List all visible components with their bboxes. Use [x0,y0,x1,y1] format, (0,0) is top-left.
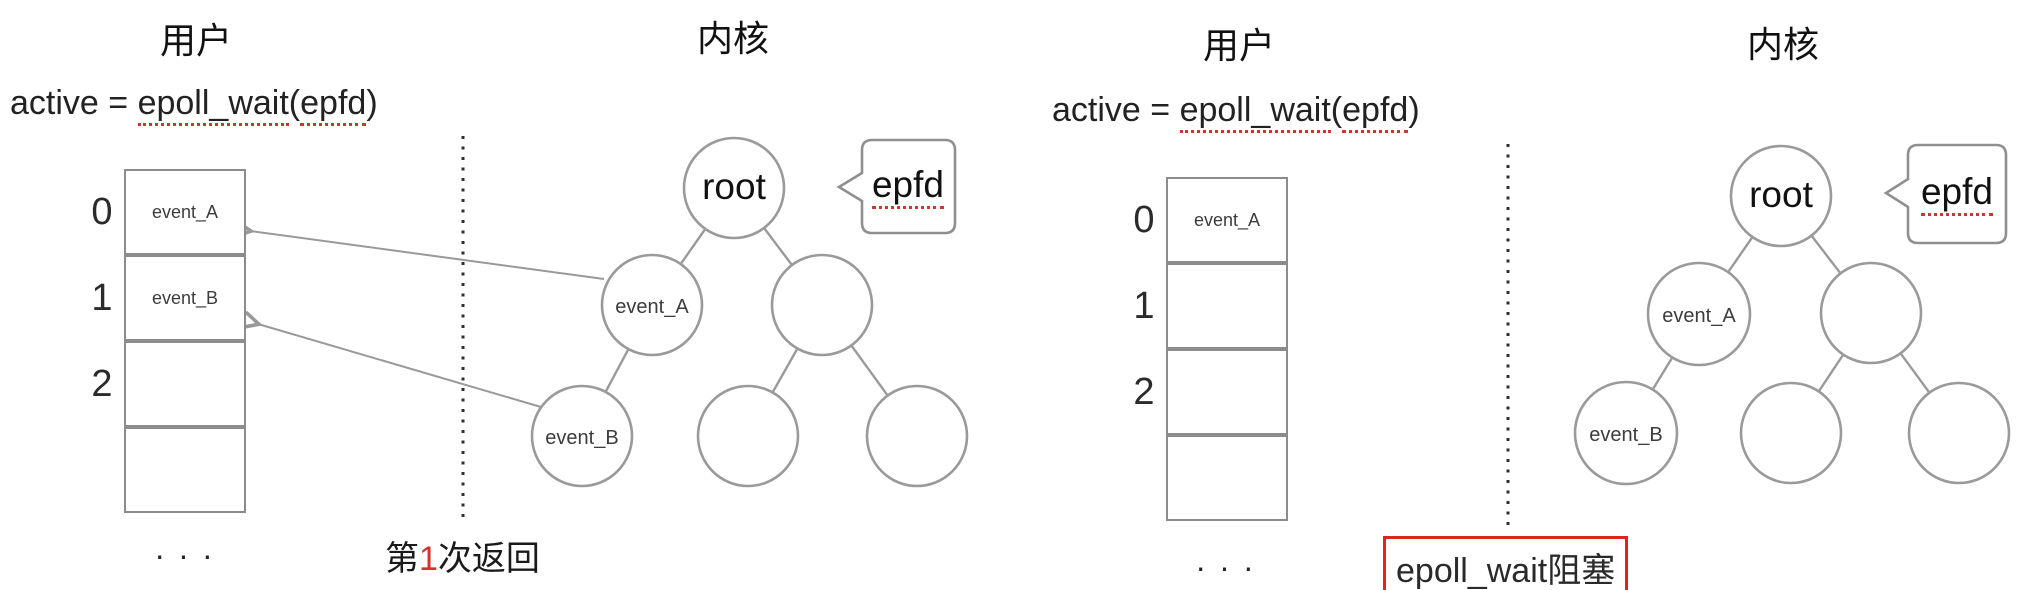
caption-number: 1 [419,540,438,578]
right-events-array: event_A [1166,177,1288,521]
left-code-open-paren: ( [288,84,301,122]
right-caption-epoll-wait-blocked: epoll_wait阻塞 [1383,536,1629,590]
arrow-event-b-to-row1 [258,324,542,408]
right-user-title: 用户 [1202,25,1275,66]
right-array-cell-3 [1166,435,1288,521]
left-epfd-bubble [836,138,957,235]
right-epfd-label: epfd [1897,171,2017,216]
left-array-index-1: 1 [91,277,113,319]
caption-pre: 第 [385,540,419,578]
right-root-node [1729,144,1833,248]
left-root-label: root [702,166,766,207]
left-array-cell-2 [124,341,246,427]
left-code-close-paren: ) [366,84,378,122]
left-array-cell-3 [124,427,246,513]
right-array-cell-0: event_A [1166,177,1288,263]
left-code-arg: epfd [300,84,367,126]
left-empty-node-2 [696,384,800,488]
left-empty-node-1 [770,253,874,357]
right-code-fn: epoll_wait [1179,91,1331,133]
arrow-event-a-to-row0 [250,231,605,280]
right-kernel-title: 内核 [1746,24,1819,65]
left-array-index-2: 2 [91,363,113,405]
left-copy-arrows [250,231,605,408]
right-code-open-paren: ( [1330,91,1343,129]
left-array-cell-0: event_A [124,169,246,255]
right-code-prefix: active = [1052,91,1180,129]
left-array-index-0: 0 [91,191,113,233]
right-array-cell-2 [1166,349,1288,435]
left-epfd-label: epfd [848,164,968,209]
right-epfd-text: epfd [1920,171,1993,216]
right-empty-node-3 [1907,381,2011,485]
blocked-caption-post: 阻塞 [1547,552,1616,590]
right-empty-node-1 [1819,261,1923,365]
left-tree-nodes [530,136,969,488]
left-caption-first-return: 第1次返回 [385,531,540,580]
left-array-ellipsis: . . . [155,530,215,566]
right-epoll-wait-call: active = epoll_wait(epfd) [1052,91,1420,133]
right-tree-nodes [1573,144,2011,486]
left-user-title: 用户 [159,20,232,61]
left-array-cell-1: event_B [124,255,246,341]
right-array-index-1: 1 [1133,285,1155,327]
left-event-b-label: event_B [545,427,619,449]
left-kernel-title: 内核 [696,18,769,59]
left-event-a-node [600,253,704,357]
right-event-a-node [1646,261,1752,367]
left-epfd-text: epfd [871,164,944,209]
right-empty-node-2 [1739,381,1843,485]
left-code-fn: epoll_wait [137,84,289,126]
left-event-a-label: event_A [615,296,689,318]
right-event-a-label: event_A [1662,305,1736,327]
left-root-node [682,136,786,240]
right-event-b-node [1573,380,1679,486]
blocked-caption-fn: epoll_wait [1396,552,1548,590]
right-array-index-2: 2 [1133,371,1155,413]
right-array-index-0: 0 [1133,199,1155,241]
right-code-close-paren: ) [1408,91,1420,129]
left-code-prefix: active = [10,84,138,122]
right-array-cell-1 [1166,263,1288,349]
left-epoll-wait-call: active = epoll_wait(epfd) [10,84,378,126]
left-events-array: event_A event_B [124,169,246,513]
left-event-b-node [530,384,634,488]
right-array-ellipsis: . . . [1196,542,1256,578]
right-event-b-label: event_B [1589,424,1663,446]
left-empty-node-3 [865,384,969,488]
right-code-arg: epfd [1342,91,1409,133]
right-root-label: root [1749,174,1813,215]
right-epfd-bubble [1883,143,2008,245]
caption-post: 次返回 [437,540,540,578]
